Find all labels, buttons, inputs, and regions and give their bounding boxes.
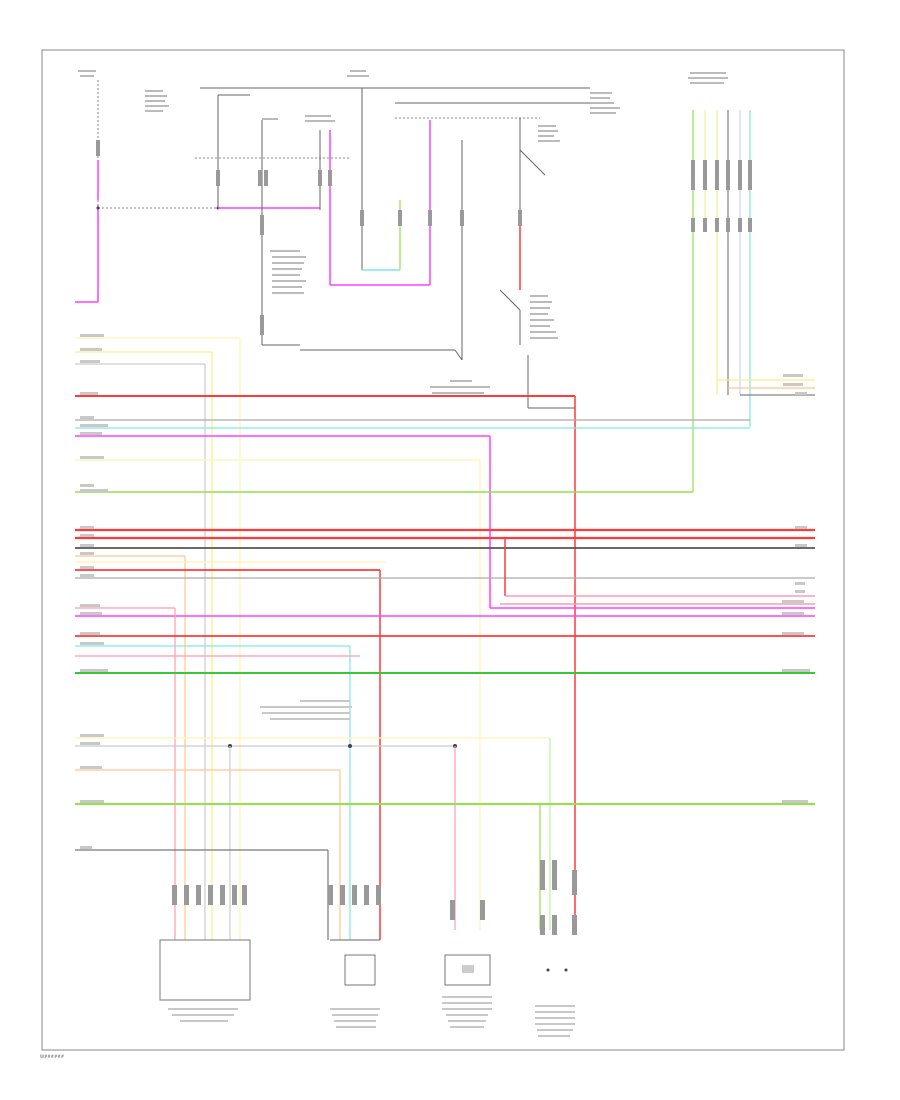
component-center-sensor <box>328 885 381 1028</box>
diagram-frame <box>41 49 845 1051</box>
harness-lines <box>75 337 815 940</box>
splice-note <box>260 700 352 720</box>
component-left-module <box>159 885 251 1022</box>
wire-labels-right <box>782 374 810 803</box>
top-fuse-section <box>75 70 815 492</box>
wire-labels-left <box>80 334 108 849</box>
diagram-ref-code: W###### <box>40 1054 65 1059</box>
component-fuel-pump <box>535 860 577 1037</box>
component-pressure-sensor <box>442 900 492 1028</box>
connector-pins-top <box>96 140 752 335</box>
